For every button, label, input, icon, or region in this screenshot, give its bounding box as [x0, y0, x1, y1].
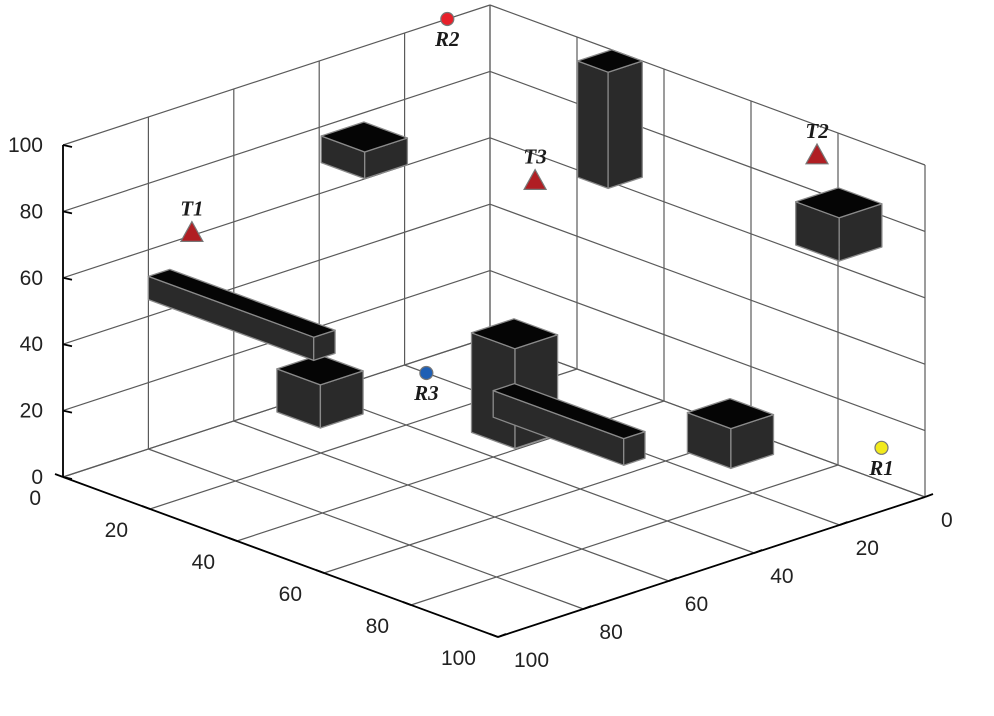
grid-line [323, 432, 752, 574]
y-tick-label: 60 [279, 583, 302, 606]
transmitter-t2: T2 [804, 119, 830, 165]
z-tick-label: 60 [20, 267, 43, 290]
obstacle-cube [276, 354, 364, 429]
obstacle-face [320, 121, 409, 153]
receiver-r1: R1 [868, 440, 894, 480]
y-tick-mark [54, 473, 64, 478]
y-tick-label: 80 [366, 615, 389, 638]
x-tick-label: 60 [685, 593, 708, 616]
y-tick-mark [141, 505, 151, 510]
axis-layer [54, 144, 934, 638]
triangle-marker [179, 220, 204, 242]
obstacle-face [147, 268, 336, 338]
x-tick-mark [924, 493, 934, 498]
x-tick-label: 0 [941, 509, 953, 532]
point-label: T2 [805, 119, 829, 143]
point-label: T3 [523, 145, 546, 169]
point-label: R2 [434, 27, 460, 51]
point-label: R3 [413, 381, 439, 405]
y-tick-mark [402, 601, 412, 606]
z-tick-label: 40 [20, 333, 43, 356]
grid-line [62, 70, 491, 212]
z-tick-label: 80 [20, 200, 43, 223]
obstacle-face [492, 382, 646, 440]
obstacle-face [276, 354, 364, 386]
x-tick-mark [839, 521, 848, 526]
obstacle-face [470, 318, 559, 350]
z-tick-mark [62, 276, 73, 281]
grid-line [62, 203, 491, 345]
grid-line [62, 137, 491, 279]
obstacle-bar [147, 268, 336, 362]
circle-marker [419, 365, 434, 381]
obstacle-face [576, 49, 643, 73]
y-tick-label: 100 [441, 647, 476, 670]
obstacle-bar [492, 382, 646, 466]
x-tick-label: 40 [770, 565, 793, 588]
obstacle-cube [795, 187, 883, 262]
x-tick-label: 80 [599, 621, 622, 644]
z-tick-mark [62, 409, 73, 414]
grid-layer [62, 4, 926, 638]
grid-line [410, 464, 839, 606]
y-tick-label: 40 [192, 551, 215, 574]
obstacle-face [686, 397, 775, 430]
x-tick-label: 20 [856, 537, 879, 560]
y-tick-label: 20 [105, 519, 128, 542]
obstacle-face [576, 60, 609, 190]
transmitter-t1: T1 [179, 197, 204, 242]
x-tick-mark [583, 605, 592, 610]
grid-line [489, 270, 926, 432]
x-tick-label: 100 [514, 649, 549, 672]
grid-line [318, 392, 755, 554]
obstacle-cube [320, 121, 409, 180]
grid-line [489, 137, 926, 299]
y-tick-mark [228, 537, 238, 542]
tick-labels: 0 20 40 60 80 100 0 20 40 60 80 100 0 20 40 60 80 100 [8, 134, 953, 672]
y-tick-mark [489, 633, 499, 638]
z-tick-label: 100 [8, 134, 43, 157]
z-tick-label: 20 [20, 400, 43, 423]
grid-line [233, 420, 670, 582]
receiver-r2: R2 [434, 11, 460, 51]
y-axis-line [62, 476, 499, 638]
obstacle-face [607, 60, 643, 190]
triangle-marker [523, 168, 548, 190]
circle-marker [874, 440, 889, 455]
z-tick-mark [62, 144, 73, 148]
z-tick-label: 0 [31, 466, 43, 489]
point-label: R1 [868, 456, 894, 480]
x-tick-mark [668, 577, 678, 582]
y-tick-label: 0 [29, 487, 41, 510]
grid-line [489, 203, 926, 365]
obstacle-layer [147, 49, 883, 470]
x-tick-mark [753, 549, 763, 554]
grid-line [62, 4, 491, 146]
point-label: T1 [180, 197, 203, 221]
obstacle-bar [576, 49, 643, 190]
triangle-marker [804, 142, 830, 165]
circle-marker [440, 11, 455, 27]
receiver-r3: R3 [413, 365, 439, 405]
x-axis-line [497, 496, 926, 638]
z-tick-mark [62, 476, 73, 480]
transmitter-t3: T3 [523, 145, 548, 190]
obstacle-cube [686, 397, 775, 470]
z-tick-mark [62, 210, 73, 215]
grid-line [489, 4, 926, 166]
x-tick-mark [497, 633, 507, 638]
z-tick-mark [62, 343, 73, 348]
y-tick-mark [315, 569, 325, 574]
obstacle-face [795, 187, 883, 219]
grid-line [148, 448, 584, 610]
